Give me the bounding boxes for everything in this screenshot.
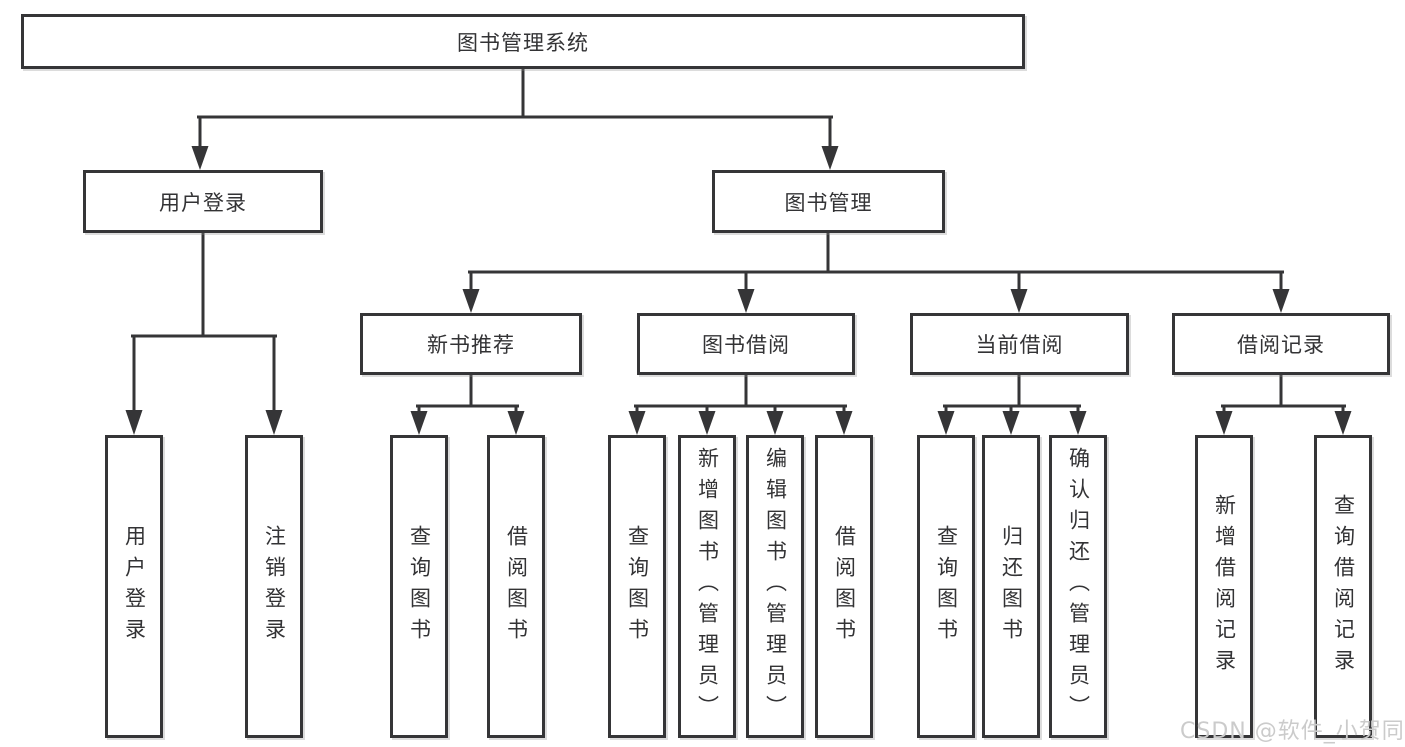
arrowhead — [937, 411, 955, 435]
node-leaf-recommend-query-books: 查询图书 — [390, 435, 448, 738]
connector-new-book-recommend-children — [410, 373, 525, 435]
node-label: 新增图书（管理员） — [695, 447, 720, 726]
connector-user-login-children — [125, 231, 283, 435]
node-label: 编辑图书（管理员） — [763, 447, 788, 726]
node-library-management-system: 图书管理系统 — [21, 14, 1025, 69]
arrowhead — [737, 289, 755, 313]
node-label: 用户登录 — [159, 190, 247, 215]
connector-book-management-children — [462, 231, 1290, 313]
arrowhead — [1334, 411, 1352, 435]
arrowhead — [1010, 289, 1028, 313]
arrowhead — [1272, 289, 1290, 313]
arrowhead — [462, 289, 480, 313]
node-label: 查询图书 — [934, 524, 959, 649]
node-label: 新增借阅记录 — [1212, 493, 1237, 680]
node-label: 注销登录 — [262, 524, 287, 649]
node-leaf-records-query-record: 查询借阅记录 — [1314, 435, 1372, 738]
node-leaf-borrow-borrow-books: 借阅图书 — [815, 435, 873, 738]
node-label: 借阅记录 — [1237, 333, 1325, 357]
node-label: 新书推荐 — [427, 333, 515, 357]
node-label: 查询借阅记录 — [1331, 493, 1356, 680]
watermark: CSDN @软件_小贺同学 — [1180, 719, 1405, 744]
node-label: 查询图书 — [407, 524, 432, 649]
connector-root-to-level2 — [191, 66, 839, 170]
connector-borrow-records-children — [1215, 373, 1352, 435]
node-book-management: 图书管理 — [712, 170, 945, 233]
arrowhead — [1069, 411, 1087, 435]
connector-current-borrow-children — [937, 373, 1087, 435]
node-leaf-logout: 注销登录 — [245, 435, 303, 738]
arrowhead — [1215, 411, 1233, 435]
arrowhead — [835, 411, 853, 435]
node-label: 图书借阅 — [702, 333, 790, 357]
node-leaf-borrow-edit-books-admin: 编辑图书（管理员） — [746, 435, 804, 738]
node-leaf-current-query-books: 查询图书 — [917, 435, 975, 738]
node-leaf-borrow-query-books: 查询图书 — [608, 435, 666, 738]
node-user-login: 用户登录 — [83, 170, 323, 233]
node-leaf-records-add-record: 新增借阅记录 — [1195, 435, 1253, 738]
node-label: 当前借阅 — [975, 333, 1064, 357]
arrowhead — [821, 146, 839, 170]
arrowhead — [125, 410, 143, 435]
arrowhead — [698, 411, 716, 435]
node-label: 用户登录 — [122, 524, 147, 649]
node-label: 查询图书 — [625, 524, 650, 649]
arrowhead — [1002, 411, 1020, 435]
node-current-borrowing: 当前借阅 — [910, 313, 1129, 375]
node-label: 借阅图书 — [832, 524, 857, 649]
node-label: 图书管理 — [784, 190, 873, 215]
node-label: 借阅图书 — [504, 524, 529, 649]
node-label: 归还图书 — [999, 524, 1024, 649]
node-borrowing-records: 借阅记录 — [1172, 313, 1390, 375]
node-label: 图书管理系统 — [457, 30, 589, 55]
connector-book-borrow-children — [628, 373, 853, 435]
arrowhead — [265, 410, 283, 435]
arrowhead — [507, 411, 525, 435]
arrowhead — [191, 146, 209, 170]
node-leaf-current-return-books: 归还图书 — [982, 435, 1040, 738]
node-leaf-recommend-borrow-books: 借阅图书 — [487, 435, 545, 738]
node-new-book-recommendation: 新书推荐 — [360, 313, 582, 375]
arrowhead — [766, 411, 784, 435]
node-leaf-current-confirm-return-admin: 确认归还（管理员） — [1049, 435, 1107, 738]
arrowhead — [628, 411, 646, 435]
node-leaf-borrow-add-books-admin: 新增图书（管理员） — [678, 435, 736, 738]
node-book-borrowing: 图书借阅 — [637, 313, 855, 375]
node-label: 确认归还（管理员） — [1066, 447, 1091, 726]
arrowhead — [410, 411, 428, 435]
node-leaf-user-login: 用户登录 — [105, 435, 163, 738]
